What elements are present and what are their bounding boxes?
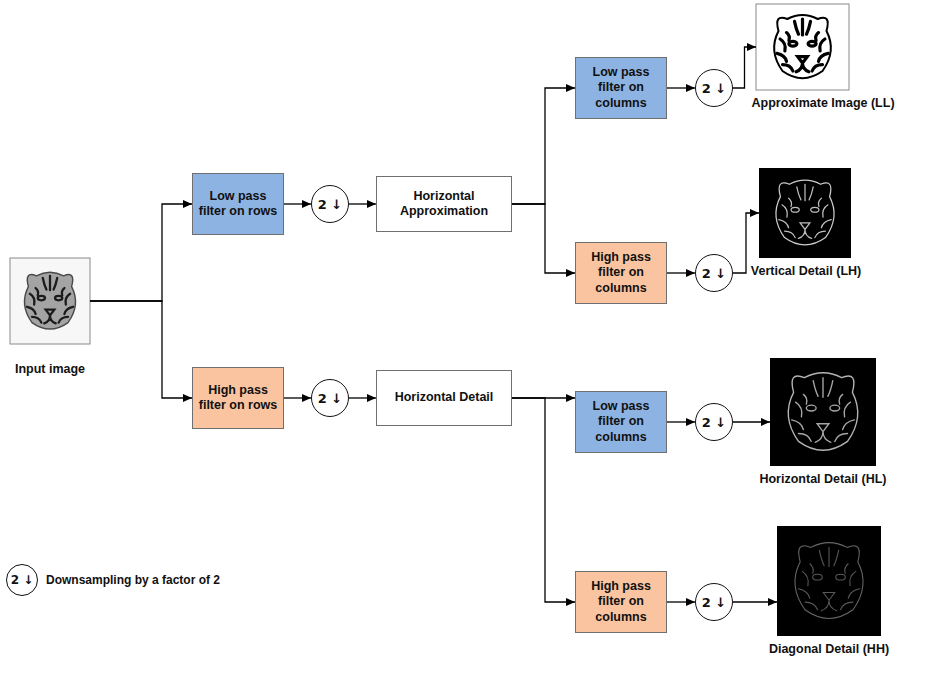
image-caption: Approximate Image (LL)	[751, 96, 894, 110]
filter-box: Horizontal Detail	[376, 370, 512, 426]
approximation-tiger	[756, 4, 849, 90]
image-frame: Approximate Image (LL)	[756, 4, 849, 90]
connector-arrow	[284, 203, 311, 204]
downsample-circle: 2 ↓	[311, 185, 349, 223]
filter-box: High pass filter on columns	[575, 242, 667, 304]
connector-arrow	[349, 397, 376, 398]
box-label: Horizontal Approximation	[381, 189, 507, 220]
connector-arrow	[512, 398, 575, 602]
downsample-circle: 2 ↓	[695, 583, 733, 621]
connector-arrow	[667, 87, 695, 88]
box-label: High pass filter on rows	[197, 383, 279, 414]
filter-box: Low pass filter on rows	[192, 173, 284, 235]
connector-arrow	[667, 421, 695, 422]
connector-arrow	[667, 601, 695, 602]
connector-arrow	[733, 421, 770, 422]
box-label: Low pass filter on rows	[197, 189, 279, 220]
image-caption: Diagonal Detail (HH)	[769, 642, 889, 656]
filter-box: Low pass filter on columns	[575, 57, 667, 119]
legend-text: Downsampling by a factor of 2	[46, 573, 220, 587]
image-frame: Vertical Detail (LH)	[759, 168, 851, 258]
connector-arrow	[90, 301, 192, 398]
connector-arrow	[349, 203, 376, 204]
connector-arrow	[90, 204, 192, 301]
connector-arrow	[667, 272, 695, 273]
downsample-circle: 2 ↓	[695, 69, 733, 107]
downsample-label: 2 ↓	[318, 197, 342, 212]
connector-arrow	[512, 88, 575, 204]
image-frame: Diagonal Detail (HH)	[777, 526, 881, 636]
connector-arrow	[733, 47, 756, 88]
image-frame: Horizontal Detail (HL)	[770, 358, 876, 466]
downsample-label: 2 ↓	[702, 81, 726, 96]
filter-box: Horizontal Approximation	[376, 176, 512, 232]
image-caption: Vertical Detail (LH)	[751, 264, 861, 278]
downsample-circle: 2 ↓	[695, 403, 733, 441]
connector-arrow	[733, 601, 777, 602]
downsample-label: 2 ↓	[318, 391, 342, 406]
box-label: Low pass filter on columns	[580, 399, 662, 445]
image-frame: Input image	[10, 258, 90, 344]
box-label: High pass filter on columns	[580, 250, 662, 296]
downsample-circle: 2 ↓	[695, 254, 733, 292]
input-tiger	[10, 258, 90, 344]
box-label: High pass filter on columns	[580, 579, 662, 625]
filter-box: Low pass filter on columns	[575, 391, 667, 453]
vertical-detail-tiger	[759, 168, 851, 258]
box-label: Horizontal Detail	[395, 390, 494, 405]
downsample-label: 2 ↓	[702, 415, 726, 430]
horizontal-detail-tiger	[770, 358, 876, 466]
downsample-circle: 2 ↓	[311, 379, 349, 417]
legend-symbol-label: 2 ↓	[11, 573, 34, 587]
downsample-label: 2 ↓	[702, 266, 726, 281]
image-caption: Horizontal Detail (HL)	[759, 472, 886, 486]
legend-sample: 2 ↓	[6, 564, 38, 596]
downsample-label: 2 ↓	[702, 595, 726, 610]
filter-box: High pass filter on columns	[575, 571, 667, 633]
diagonal-detail-tiger	[777, 526, 881, 636]
image-caption: Input image	[15, 362, 85, 376]
connector-arrow	[284, 397, 311, 398]
connector-arrow	[512, 204, 575, 273]
filter-box: High pass filter on rows	[192, 367, 284, 429]
box-label: Low pass filter on columns	[580, 65, 662, 111]
